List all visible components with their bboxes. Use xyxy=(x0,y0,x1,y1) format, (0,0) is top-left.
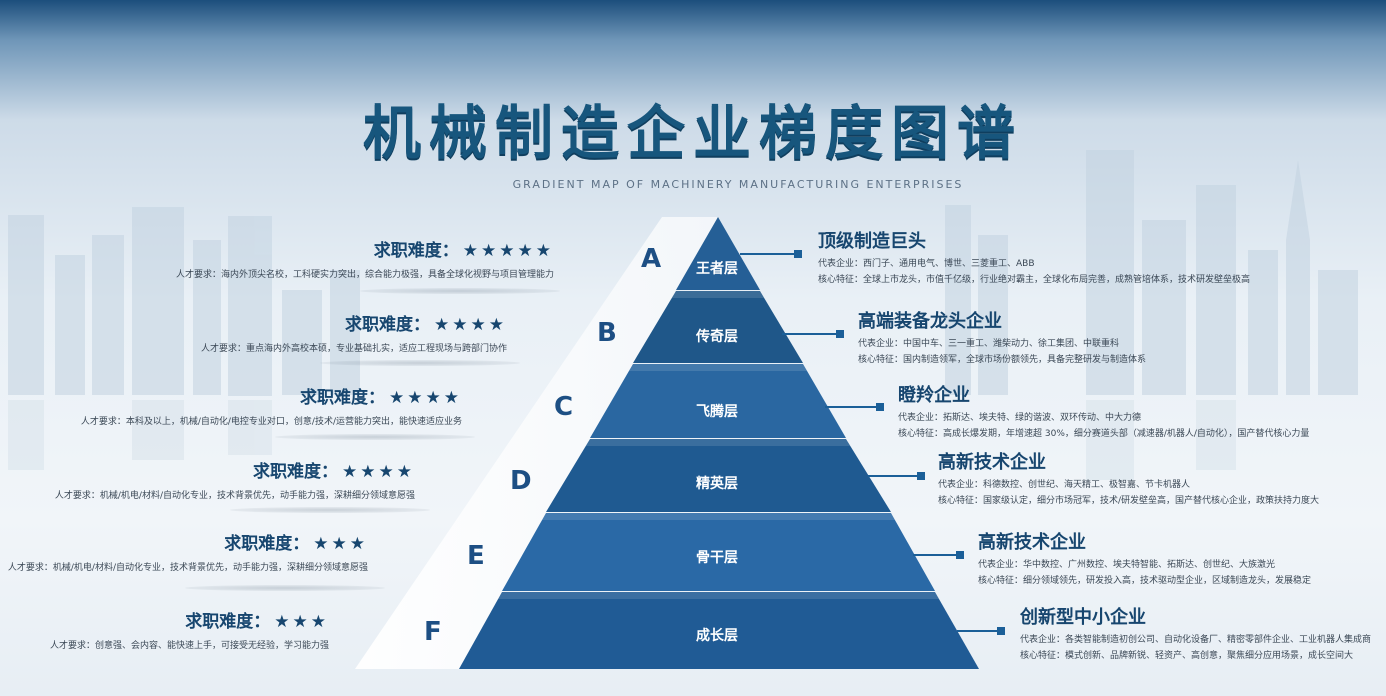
star-rating-icons: ★★★★★ xyxy=(462,241,554,261)
pyramid-layer-b xyxy=(633,291,803,363)
page-title: 机械制造企业梯度图谱 xyxy=(362,99,1023,167)
difficulty-block-f: 求职难度：★★★ 人才要求：创意强、会内容、能快速上手，可接受无经验，学习能力强 xyxy=(50,607,329,651)
difficulty-label: 求职难度： xyxy=(373,241,459,261)
difficulty-block-e: 求职难度：★★★ 人才要求：机械/机电/材料/自动化专业，技术背景优先，动手能力… xyxy=(8,529,368,573)
category-block-f: 创新型中小企业 代表企业：各类智能制造初创公司、自动化设备厂、精密零部件企业、工… xyxy=(1020,603,1371,661)
level-letter-a: A xyxy=(641,244,662,274)
star-rating-icons: ★★★ xyxy=(313,534,368,554)
card-shadow xyxy=(185,585,385,591)
talent-requirement: 人才要求：本科及以上，机械/自动化/电控专业对口，创意/技术/运营能力突出，能快… xyxy=(80,417,462,427)
star-rating-icons: ★★★ xyxy=(274,612,329,632)
level-letter-c: C xyxy=(554,392,574,422)
representative-companies: 代表企业：华中数控、广州数控、埃夫特智能、拓斯达、创世纪、大族激光 xyxy=(978,560,1276,570)
star-rating-icons: ★★★★ xyxy=(434,315,507,335)
representative-companies: 代表企业：西门子、通用电气、博世、三菱重工、ABB xyxy=(818,259,1035,269)
star-rating-icons: ★★★★ xyxy=(389,388,462,408)
level-name-d: 精英层 xyxy=(696,476,738,492)
category-title: 瞪羚企业 xyxy=(898,385,970,406)
representative-companies: 代表企业：中国中车、三一重工、潍柴动力、徐工集团、中联重科 xyxy=(858,339,1120,349)
level-name-e: 骨干层 xyxy=(696,550,738,566)
card-shadow xyxy=(275,434,475,440)
category-title: 高新技术企业 xyxy=(978,532,1086,553)
difficulty-block-a: 求职难度：★★★★★ 人才要求：海内外顶尖名校，工科硬实力突出，综合能力极强，具… xyxy=(176,236,554,280)
talent-requirement: 人才要求：机械/机电/材料/自动化专业，技术背景优先，动手能力强，深耕细分领域意… xyxy=(7,563,368,573)
difficulty-label: 求职难度： xyxy=(253,462,339,482)
representative-companies: 代表企业：科德数控、创世纪、海天精工、极智嘉、节卡机器人 xyxy=(938,480,1191,490)
difficulty-label: 求职难度： xyxy=(185,612,271,632)
category-title: 高新技术企业 xyxy=(938,452,1046,473)
star-rating-icons: ★★★★ xyxy=(342,462,415,482)
category-block-e: 高新技术企业 代表企业：华中数控、广州数控、埃夫特智能、拓斯达、创世纪、大族激光… xyxy=(978,528,1311,586)
category-title: 高端装备龙头企业 xyxy=(858,311,1002,332)
level-name-b: 传奇层 xyxy=(696,329,738,345)
card-shadow xyxy=(230,507,430,513)
core-features: 核心特征：高成长爆发期，年增速超 30%，细分赛道头部（减速器/机器人/自动化）… xyxy=(898,429,1310,439)
level-letter-f: F xyxy=(424,617,442,647)
page-subtitle: GRADIENT MAP OF MACHINERY MANUFACTURING … xyxy=(512,178,964,191)
difficulty-block-b: 求职难度：★★★★ 人才要求：重点海内外高校本硕，专业基础扎实，适应工程现场与跨… xyxy=(201,310,507,354)
difficulty-rating: 求职难度：★★★★ xyxy=(55,457,415,482)
talent-requirement: 人才要求：创意强、会内容、能快速上手，可接受无经验，学习能力强 xyxy=(49,641,329,651)
difficulty-block-d: 求职难度：★★★★ 人才要求：机械/机电/材料/自动化专业，技术背景优先，动手能… xyxy=(55,457,415,501)
core-features: 核心特征：国家级认定，细分市场冠军，技术/研发壁垒高，国产替代核心企业，政策扶持… xyxy=(938,496,1320,506)
level-letter-e: E xyxy=(467,541,485,571)
category-block-b: 高端装备龙头企业 代表企业：中国中车、三一重工、潍柴动力、徐工集团、中联重科 核… xyxy=(858,307,1146,365)
level-letter-b: B xyxy=(597,318,617,348)
difficulty-rating: 求职难度：★★★★ xyxy=(201,310,507,335)
pyramid-layer-c xyxy=(590,364,846,438)
talent-requirement: 人才要求：机械/机电/材料/自动化专业，技术背景优先，动手能力强，深耕细分领域意… xyxy=(54,491,415,501)
difficulty-rating: 求职难度：★★★ xyxy=(50,607,329,632)
difficulty-label: 求职难度： xyxy=(300,388,386,408)
talent-requirement: 人才要求：重点海内外高校本硕，专业基础扎实，适应工程现场与跨部门协作 xyxy=(200,344,507,354)
category-title: 创新型中小企业 xyxy=(1020,607,1146,628)
level-name-a: 王者层 xyxy=(696,261,738,277)
category-block-c: 瞪羚企业 代表企业：拓斯达、埃夫特、绿的谐波、双环传动、中大力德 核心特征：高成… xyxy=(898,381,1309,439)
pyramid-layer-d xyxy=(546,439,891,512)
talent-requirement: 人才要求：海内外顶尖名校，工科硬实力突出，综合能力极强，具备全球化视野与项目管理… xyxy=(175,270,554,280)
core-features: 核心特征：国内制造领军，全球市场份额领先，具备完整研发与制造体系 xyxy=(858,355,1147,365)
level-letter-d: D xyxy=(510,466,532,496)
core-features: 核心特征：模式创新、品牌新锐、轻资产、高创意，聚焦细分应用场景，成长空间大 xyxy=(1020,651,1354,661)
category-title: 顶级制造巨头 xyxy=(818,231,926,252)
difficulty-block-c: 求职难度：★★★★ 人才要求：本科及以上，机械/自动化/电控专业对口，创意/技术… xyxy=(81,383,462,427)
level-name-f: 成长层 xyxy=(696,628,738,644)
category-block-d: 高新技术企业 代表企业：科德数控、创世纪、海天精工、极智嘉、节卡机器人 核心特征… xyxy=(938,448,1319,506)
card-shadow xyxy=(360,288,560,294)
category-block-a: 顶级制造巨头 代表企业：西门子、通用电气、博世、三菱重工、ABB 核心特征：全球… xyxy=(818,227,1250,285)
pyramid-layer-f xyxy=(459,592,979,669)
card-shadow xyxy=(320,360,520,366)
difficulty-rating: 求职难度：★★★★★ xyxy=(176,236,554,261)
level-name-c: 飞腾层 xyxy=(696,404,738,420)
pyramid-side-face xyxy=(355,217,718,669)
difficulty-label: 求职难度： xyxy=(224,534,310,554)
pyramid-layer-a xyxy=(676,217,760,290)
core-features: 核心特征：全球上市龙头，市值千亿级，行业绝对霸主，全球化布局完善，成熟管培体系，… xyxy=(818,275,1251,285)
difficulty-rating: 求职难度：★★★★ xyxy=(81,383,462,408)
pyramid-layer-e xyxy=(502,513,935,591)
representative-companies: 代表企业：各类智能制造初创公司、自动化设备厂、精密零部件企业、工业机器人集成商 xyxy=(1020,635,1372,645)
representative-companies: 代表企业：拓斯达、埃夫特、绿的谐波、双环传动、中大力德 xyxy=(898,413,1142,423)
core-features: 核心特征：细分领域领先，研发投入高，技术驱动型企业，区域制造龙头，发展稳定 xyxy=(978,576,1312,586)
difficulty-rating: 求职难度：★★★ xyxy=(8,529,368,554)
difficulty-label: 求职难度： xyxy=(345,315,431,335)
